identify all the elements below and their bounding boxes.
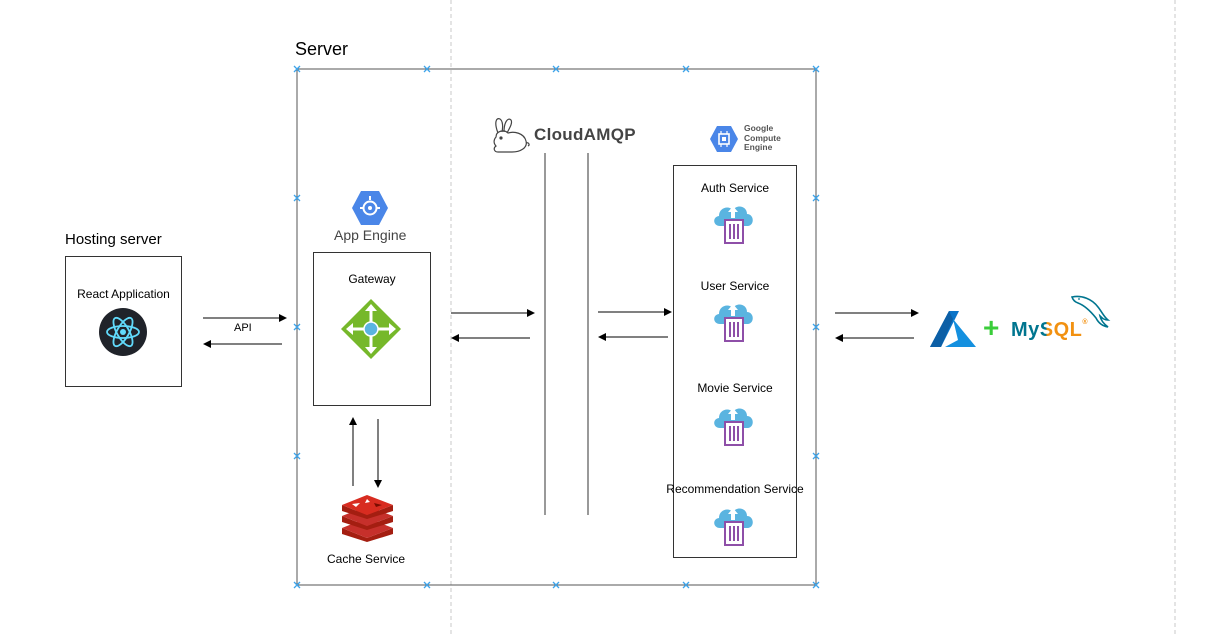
service-label-movie: Movie Service [697,381,773,395]
app-engine-label: App Engine [334,227,407,243]
compute-engine-label-line3: Engine [744,142,773,152]
react-logo-icon [99,308,147,356]
compute-engine-label-line1: Google [744,123,774,133]
cloudamqp-rabbit-icon [493,118,530,153]
redis-icon [342,495,393,542]
compute-engine-label: Google Compute Engine [744,123,781,153]
mysql-dolphin-icon [1070,295,1111,328]
gateway-box[interactable]: Gateway [313,252,431,406]
service-label-recommendation: Recommendation Service [666,482,804,496]
recommendation-service-container-icon [714,508,753,546]
selection-markers[interactable] [293,65,820,589]
service-label-user: User Service [700,279,770,293]
cloudamqp-label: CloudAMQP [534,125,636,144]
api-label: API [234,322,252,334]
movie-service-container-icon [714,408,753,446]
plus-icon: + [983,312,1000,343]
azure-logo-icon [930,311,976,347]
server-title: Server [295,39,349,59]
hosting-server-title: Hosting server [65,231,162,248]
compute-engine-icon [710,126,738,152]
service-label-auth: Auth Service [700,181,770,195]
react-application-label: React Application [77,287,170,301]
cache-service-label: Cache Service [327,552,406,566]
user-service-container-icon [714,304,753,342]
app-engine-icon [352,191,388,225]
mysql-wordmark: MySQL [1011,319,1083,341]
mysql-registered-mark: ® [1082,319,1089,326]
mysql-logo-text: MySQL® [1011,319,1088,342]
compute-engine-label-line2: Compute [744,132,781,143]
gateway-label: Gateway [348,272,396,286]
auth-service-container-icon [714,206,753,244]
gateway-icon [341,299,401,359]
hosting-server-box[interactable]: React Application [65,256,182,387]
